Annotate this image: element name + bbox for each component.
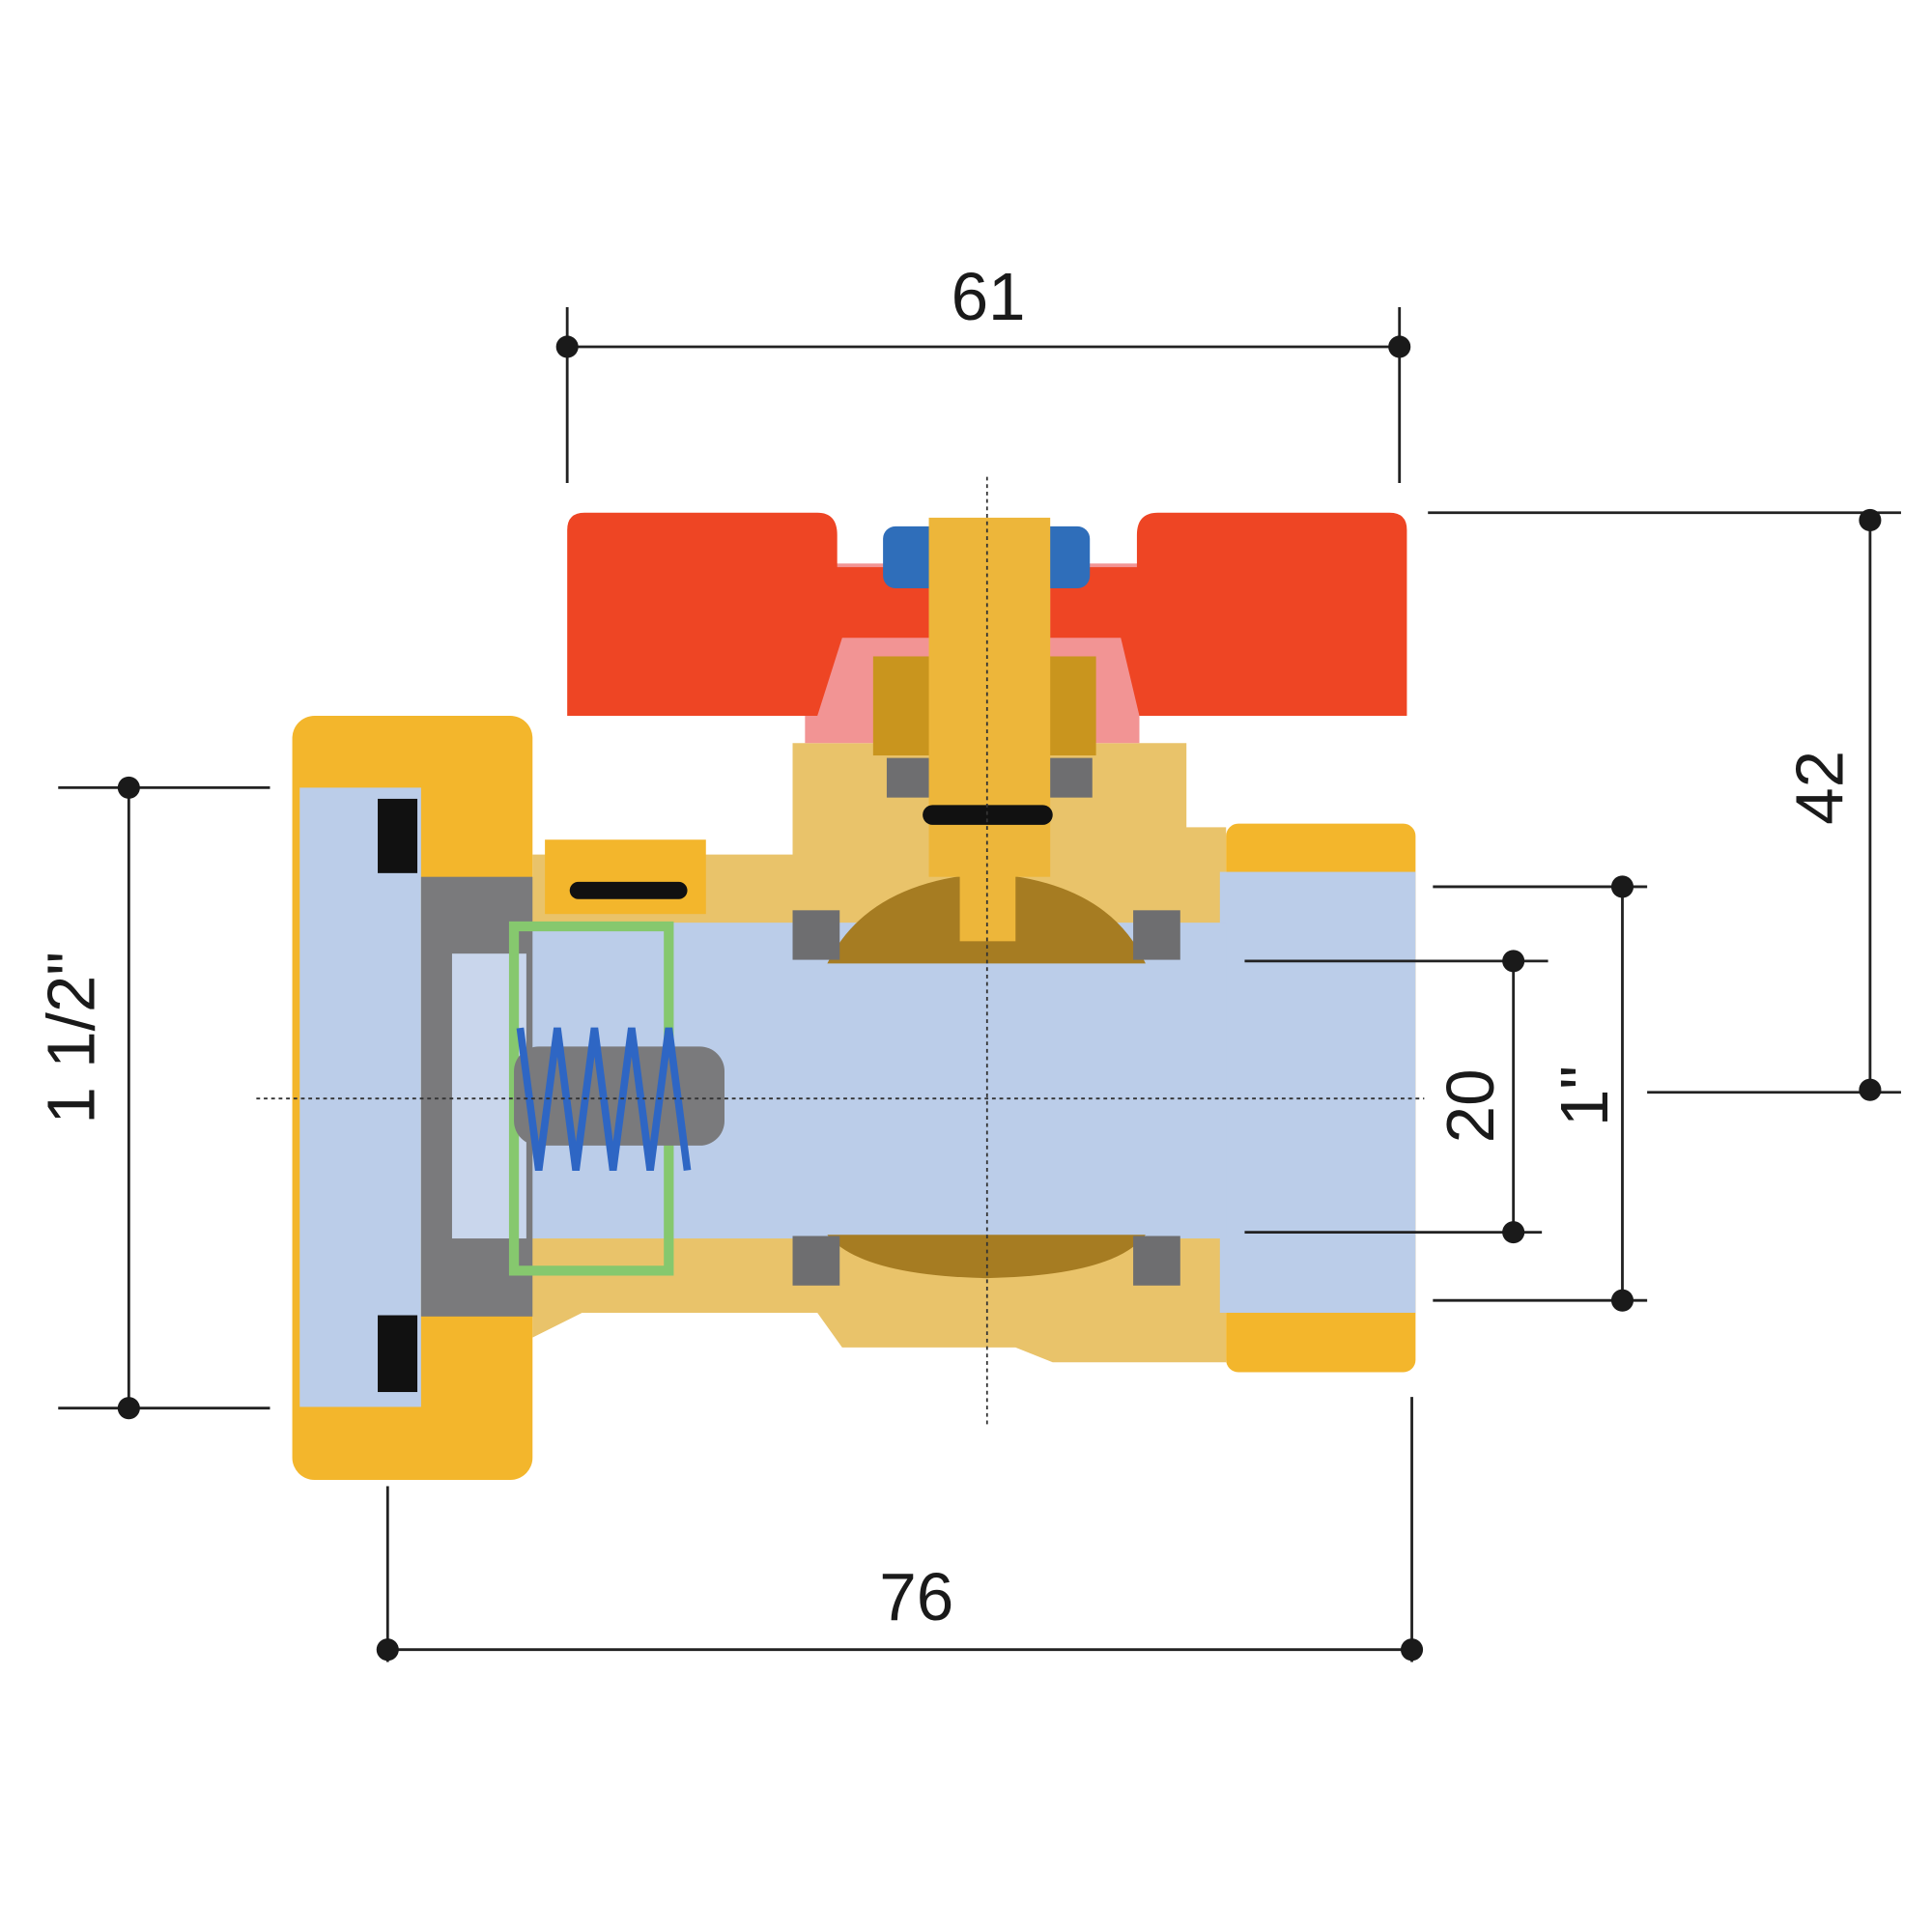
dimension-outlet-thread: 1" — [1433, 875, 1648, 1312]
dimension-label-20: 20 — [1433, 1068, 1508, 1143]
gasket-top — [378, 798, 418, 873]
dimension-label-61: 61 — [952, 259, 1026, 334]
valve-body — [292, 716, 1416, 1481]
stem-seal-left — [886, 757, 929, 798]
dimension-overall-length: 76 — [376, 1397, 1424, 1662]
gasket-bottom — [378, 1315, 418, 1393]
drain-plug — [545, 839, 706, 915]
stem-seal-right — [1050, 757, 1093, 798]
dimension-inlet-thread: 1 1/2" — [33, 776, 270, 1420]
seat-seal-bl — [792, 1236, 840, 1286]
dimension-label-1in: 1" — [1547, 1065, 1622, 1126]
ball-bottom — [827, 1235, 1146, 1279]
dimension-bore: 20 — [1244, 950, 1548, 1244]
dimension-handle-width: 61 — [555, 259, 1411, 484]
dimension-height: 42 — [1428, 508, 1901, 1101]
seat-seal-br — [1133, 1236, 1180, 1286]
handle — [567, 512, 1407, 942]
drain-plug-seal — [569, 881, 688, 899]
seat-seal-tr — [1133, 910, 1180, 960]
dimension-label-42: 42 — [1782, 751, 1858, 825]
left-inlet-bore — [299, 787, 421, 1407]
seat-seal-tl — [792, 910, 840, 960]
handle-left-wing — [567, 512, 929, 717]
stem-tang — [959, 872, 1016, 942]
handle-right-wing — [1050, 512, 1407, 717]
dimension-label-76: 76 — [879, 1559, 953, 1634]
right-outlet-bore — [1219, 871, 1416, 1313]
dimension-label-1-1-2in: 1 1/2" — [33, 952, 108, 1124]
